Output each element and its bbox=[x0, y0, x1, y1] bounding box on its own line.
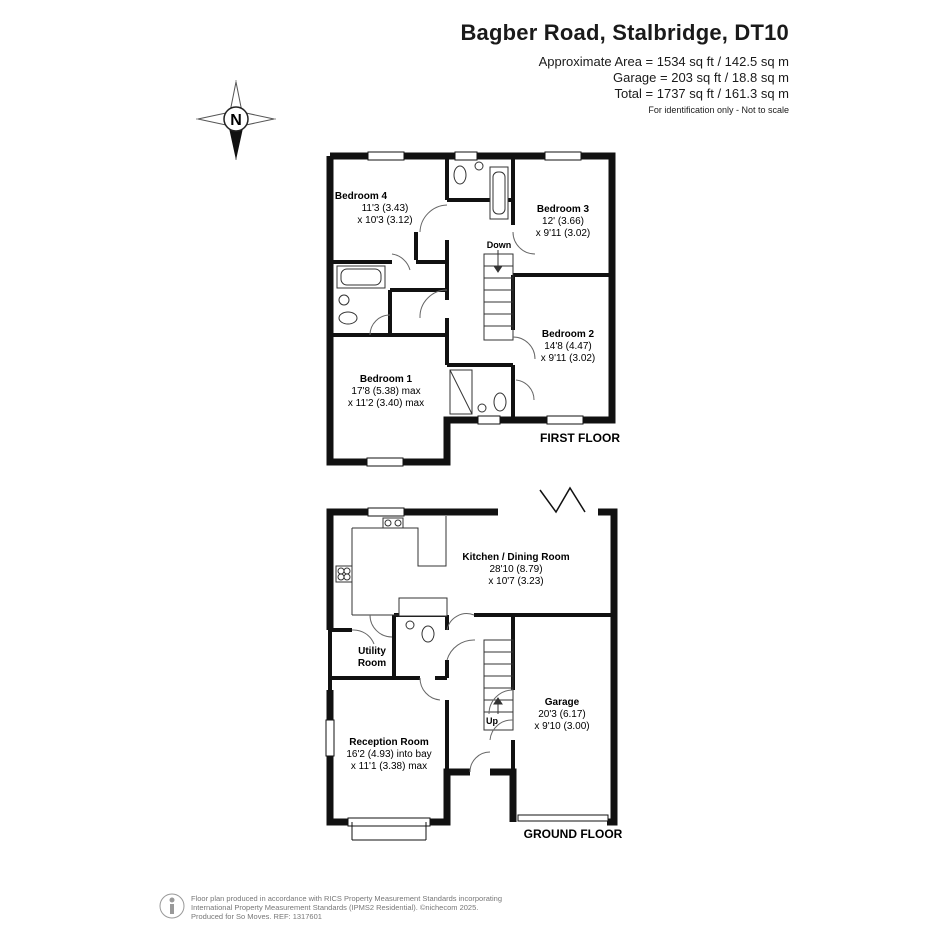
bedroom1-dim2: x 11'2 (3.40) max bbox=[348, 398, 424, 409]
compass-icon: N bbox=[196, 80, 276, 160]
bedroom1-dim1: 17'8 (5.38) max bbox=[351, 386, 420, 397]
ground-floor-stair-label: Up bbox=[486, 716, 498, 726]
kitchen-dim1: 28'10 (8.79) bbox=[489, 564, 542, 575]
scale-disclaimer: For identification only - Not to scale bbox=[648, 105, 789, 115]
utility-name2: Room bbox=[358, 658, 386, 669]
reception-name: Reception Room bbox=[349, 737, 429, 748]
first-floor-doors bbox=[369, 204, 536, 401]
kitchen-units bbox=[335, 516, 448, 643]
first-floor-windows bbox=[366, 151, 584, 467]
footer-line3: Produced for So Moves. REF: 1317601 bbox=[191, 912, 322, 921]
first-floor-fixtures bbox=[336, 161, 509, 415]
reception-dim1: 16'2 (4.93) into bay bbox=[346, 749, 431, 760]
ipms-logo bbox=[159, 893, 185, 919]
bedroom4-name: Bedroom 4 bbox=[335, 191, 388, 202]
bedroom1-name: Bedroom 1 bbox=[360, 374, 413, 385]
garage-door bbox=[517, 814, 609, 822]
bedroom3-dim2: x 9'11 (3.02) bbox=[536, 228, 591, 239]
property-title: Bagber Road, Stalbridge, DT10 bbox=[460, 20, 789, 45]
ground-floor-windows bbox=[325, 507, 431, 841]
garage-name: Garage bbox=[545, 697, 580, 708]
first-floor-walls bbox=[326, 152, 616, 466]
bedroom3-name: Bedroom 3 bbox=[537, 204, 590, 215]
bedroom2-dim2: x 9'11 (3.02) bbox=[541, 353, 596, 364]
reception-dim2: x 11'1 (3.38) max bbox=[351, 761, 427, 772]
kitchen-name: Kitchen / Dining Room bbox=[462, 552, 569, 563]
first-floor-stair-label: Down bbox=[487, 240, 512, 250]
first-floor-label: FIRST FLOOR bbox=[540, 431, 620, 445]
first-floor-internal-walls bbox=[330, 156, 612, 420]
bedroom3-dim1: 12' (3.66) bbox=[542, 216, 584, 227]
ground-floor-label: GROUND FLOOR bbox=[524, 827, 623, 841]
footer-line2: International Property Measurement Stand… bbox=[191, 903, 479, 912]
ground-floor-stairs bbox=[483, 639, 514, 731]
first-floor-stairs bbox=[483, 250, 514, 341]
compass-north-label: N bbox=[230, 112, 242, 129]
ground-floor-doors bbox=[351, 613, 514, 773]
bedroom4-dim1: 11'3 (3.43) bbox=[362, 203, 409, 214]
bifold-door bbox=[539, 486, 586, 514]
bedroom2-name: Bedroom 2 bbox=[542, 329, 595, 340]
bedroom2-dim1: 14'8 (4.47) bbox=[544, 341, 592, 352]
approximate-area: Approximate Area = 1534 sq ft / 142.5 sq… bbox=[538, 54, 789, 69]
footer-line1: Floor plan produced in accordance with R… bbox=[191, 894, 502, 903]
bedroom4-dim2: x 10'3 (3.12) bbox=[357, 215, 412, 226]
total-area: Total = 1737 sq ft / 161.3 sq m bbox=[614, 86, 789, 101]
garage-area: Garage = 203 sq ft / 18.8 sq m bbox=[613, 70, 789, 85]
garage-dim2: x 9'10 (3.00) bbox=[534, 721, 589, 732]
utility-name1: Utility bbox=[358, 646, 386, 657]
garage-dim1: 20'3 (6.17) bbox=[538, 709, 586, 720]
kitchen-dim2: x 10'7 (3.23) bbox=[488, 576, 543, 587]
footer-note: Floor plan produced in accordance with R… bbox=[191, 894, 502, 921]
